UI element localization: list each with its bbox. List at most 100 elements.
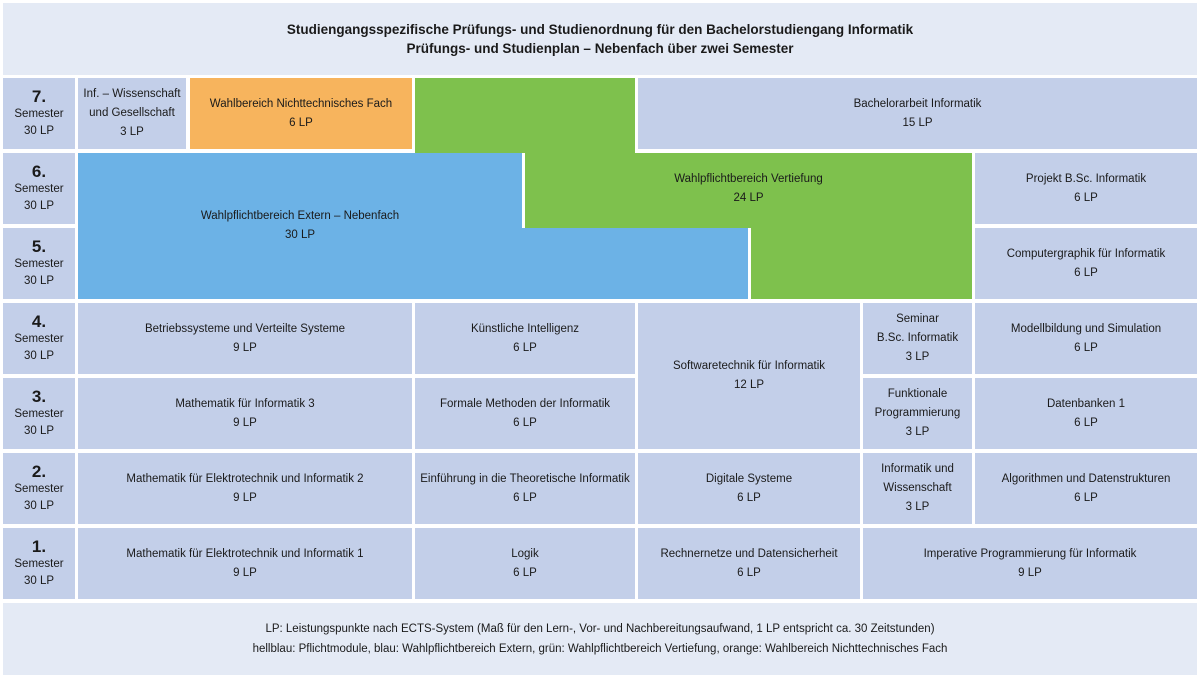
module-lp: 6 LP <box>737 566 761 579</box>
module-funktionale-programmierung: Funktionale Programmierung 3 LP <box>863 378 972 449</box>
legend-line2: hellblau: Pflichtmodule, blau: Wahlpflic… <box>252 643 948 655</box>
wp-extern-part-bottom <box>78 228 748 299</box>
semester-word: Semester <box>14 183 64 195</box>
semester-lp: 30 LP <box>23 500 55 512</box>
header-title-line1: Studiengangsspezifische Prüfungs- und St… <box>286 22 914 37</box>
semester-lp: 30 LP <box>23 575 55 587</box>
semester-lp: 30 LP <box>23 425 55 437</box>
module-rechnernetze: Rechnernetze und Datensicherheit 6 LP <box>638 528 860 599</box>
semester-word: Semester <box>14 333 64 345</box>
module-wahlpflicht-vertiefung: Wahlpflichtbereich Vertiefung 24 LP <box>525 153 972 224</box>
wp-vertiefung-part-top <box>415 78 635 153</box>
module-formale-methoden: Formale Methoden der Informatik 6 LP <box>415 378 635 449</box>
module-name: Projekt B.Sc. Informatik <box>1025 172 1147 185</box>
module-wahlbereich-nichttechnisch: Wahlbereich Nichttechnisches Fach 6 LP <box>190 78 412 149</box>
module-lp: 6 LP <box>1074 191 1098 204</box>
legend-footer: LP: Leistungspunkte nach ECTS-System (Ma… <box>3 603 1197 675</box>
module-betriebssysteme: Betriebssysteme und Verteilte Systeme 9 … <box>78 303 412 374</box>
module-name: Logik <box>511 547 539 560</box>
module-lp: 12 LP <box>733 379 765 391</box>
module-lp: 9 LP <box>233 341 257 354</box>
module-softwaretechnik: Softwaretechnik für Informatik 12 LP <box>638 303 860 449</box>
module-lp: 9 LP <box>1018 566 1042 579</box>
module-projekt: Projekt B.Sc. Informatik 6 LP <box>975 153 1197 224</box>
module-lp: 6 LP <box>513 491 537 504</box>
module-lp: 24 LP <box>733 191 764 204</box>
module-name-line1: Inf. – Wissenschaft <box>83 88 181 100</box>
wp-vertiefung-part-bottom <box>751 228 972 299</box>
module-wahlpflicht-extern: Wahlpflichtbereich Extern – Nebenfach 30… <box>78 153 522 299</box>
page-header: Studiengangsspezifische Prüfungs- und St… <box>3 3 1197 75</box>
module-name: Modellbildung und Simulation <box>1010 322 1162 335</box>
module-name: Betriebssysteme und Verteilte Systeme <box>144 322 346 335</box>
module-name-line1: Informatik und <box>881 463 954 475</box>
semester-1-label: 1. Semester 30 LP <box>3 528 75 599</box>
semester-word: Semester <box>14 258 64 270</box>
module-computergraphik: Computergraphik für Informatik 6 LP <box>975 228 1197 299</box>
semester-6-label: 6. Semester 30 LP <box>3 153 75 224</box>
module-lp: 6 LP <box>1074 266 1098 279</box>
module-name: Rechnernetze und Datensicherheit <box>660 547 838 560</box>
module-name: Bachelorarbeit Informatik <box>853 97 982 110</box>
module-mathematik-3: Mathematik für Informatik 3 9 LP <box>78 378 412 449</box>
module-bachelorarbeit: Bachelorarbeit Informatik 15 LP <box>638 78 1197 149</box>
semester-4-label: 4. Semester 30 LP <box>3 303 75 374</box>
module-lp: 9 LP <box>233 491 257 504</box>
module-lp: 6 LP <box>1074 341 1098 354</box>
module-mathematik-1: Mathematik für Elektrotechnik und Inform… <box>78 528 412 599</box>
module-imperative-programmierung: Imperative Programmierung für Informatik… <box>863 528 1197 599</box>
header-title-line2: Prüfungs- und Studienplan – Nebenfach üb… <box>406 41 794 56</box>
module-name: Formale Methoden der Informatik <box>439 397 611 410</box>
module-seminar: Seminar B.Sc. Informatik 3 LP <box>863 303 972 374</box>
module-lp: 6 LP <box>1074 491 1098 504</box>
module-lp: 3 LP <box>905 351 930 363</box>
semester-number: 4. <box>31 312 47 331</box>
semester-word: Semester <box>14 108 64 120</box>
module-name: Algorithmen und Datenstrukturen <box>1001 472 1171 485</box>
semester-number: 5. <box>31 237 47 256</box>
module-name-line2: und Gesellschaft <box>89 107 175 119</box>
module-digitale-systeme: Digitale Systeme 6 LP <box>638 453 860 524</box>
module-lp: 9 LP <box>233 416 257 429</box>
module-lp: 9 LP <box>233 566 257 579</box>
module-lp: 3 LP <box>905 426 930 438</box>
module-name: Digitale Systeme <box>705 472 793 485</box>
semester-number: 2. <box>31 462 47 481</box>
module-name-line2: Wissenschaft <box>883 482 952 494</box>
semester-lp: 30 LP <box>23 275 55 287</box>
module-name: Wahlpflichtbereich Extern – Nebenfach <box>200 210 400 222</box>
semester-word: Semester <box>14 408 64 420</box>
module-lp: 6 LP <box>513 341 537 354</box>
module-name: Mathematik für Elektrotechnik und Inform… <box>126 547 364 560</box>
semester-5-label: 5. Semester 30 LP <box>3 228 75 299</box>
semester-number: 7. <box>31 87 47 106</box>
module-name-line2: B.Sc. Informatik <box>876 332 959 344</box>
module-lp: 6 LP <box>289 116 313 129</box>
module-name: Computergraphik für Informatik <box>1006 247 1166 260</box>
module-lp: 3 LP <box>905 501 930 513</box>
module-name: Softwaretechnik für Informatik <box>672 360 826 372</box>
module-name-line1: Funktionale <box>887 388 948 400</box>
module-lp: 6 LP <box>513 566 537 579</box>
semester-lp: 30 LP <box>23 350 55 362</box>
module-modellbildung: Modellbildung und Simulation 6 LP <box>975 303 1197 374</box>
module-lp: 6 LP <box>513 416 537 429</box>
wp-vertiefung-part-mid <box>525 153 972 228</box>
semester-number: 3. <box>31 387 47 406</box>
module-mathematik-2: Mathematik für Elektrotechnik und Inform… <box>78 453 412 524</box>
module-name: Datenbanken 1 <box>1046 397 1125 410</box>
semester-number: 6. <box>31 162 47 181</box>
module-name: Wahlpflichtbereich Vertiefung <box>674 172 823 185</box>
legend-line1: LP: Leistungspunkte nach ECTS-System (Ma… <box>265 623 935 635</box>
module-datenbanken: Datenbanken 1 6 LP <box>975 378 1197 449</box>
module-name-line1: Seminar <box>896 313 939 325</box>
module-theoretische-informatik: Einführung in die Theoretische Informati… <box>415 453 635 524</box>
module-name: Mathematik für Elektrotechnik und Inform… <box>126 472 364 485</box>
module-name: Wahlbereich Nichttechnisches Fach <box>209 97 393 110</box>
semester-lp: 30 LP <box>23 200 55 212</box>
module-kuenstliche-intelligenz: Künstliche Intelligenz 6 LP <box>415 303 635 374</box>
module-informatik-wissenschaft: Informatik und Wissenschaft 3 LP <box>863 453 972 524</box>
semester-lp: 30 LP <box>23 125 55 137</box>
module-lp: 30 LP <box>284 229 316 241</box>
semester-word: Semester <box>14 558 64 570</box>
